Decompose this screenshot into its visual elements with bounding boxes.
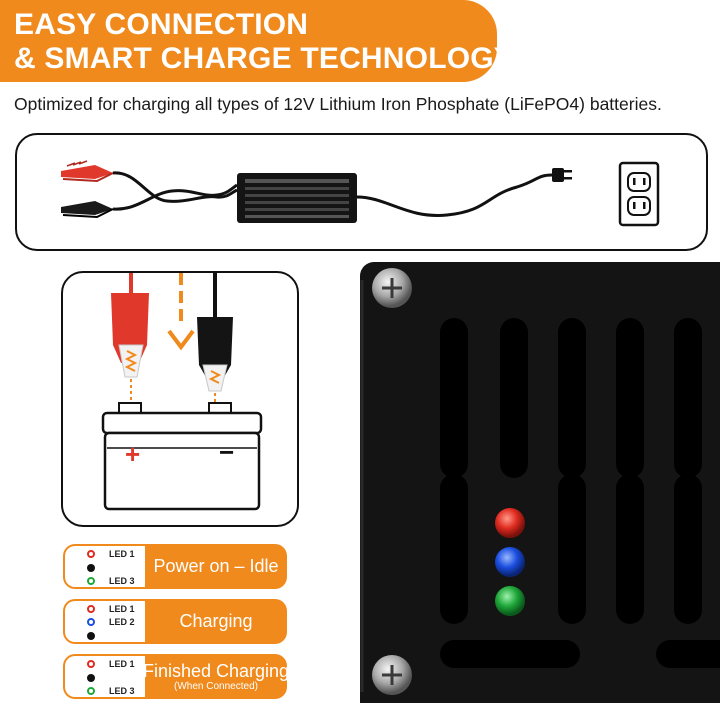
red-clamp-icon [111,293,149,378]
led-blue-icon [495,547,525,577]
battery-icon [101,402,263,511]
red-clamp-icon [61,160,114,183]
led-legend: LED 1 LED 3 [63,654,145,699]
led-legend: LED 1 LED 2 [63,599,145,644]
screw-icon [372,655,412,695]
led-green-icon [495,586,525,616]
led-label: LED 3 [109,686,135,696]
led-2-icon [87,564,95,572]
led-3-icon [87,687,95,695]
led-2-icon [87,674,95,682]
led-3-icon [87,632,95,640]
led-status-power-on: LED 1 LED 3 Power on – Idle [63,544,287,589]
status-label: Finished Charging (When Connected) [142,654,290,699]
led-red-icon [495,508,525,538]
charger-closeup [360,262,720,708]
led-label: LED 2 [109,617,135,627]
battery-connection-diagram: + − [61,271,299,527]
black-clamp-icon [197,317,233,392]
wall-outlet-icon [618,161,660,227]
title-line-1: EASY CONNECTION [14,8,309,41]
led-status-charging: LED 1 LED 2 Charging [63,599,287,644]
positive-terminal-label: + [125,439,140,469]
led-2-icon [87,618,95,626]
led-3-icon [87,577,95,585]
subtitle: Optimized for charging all types of 12V … [14,94,662,114]
down-arrow-icon [167,273,195,351]
led-label: LED 1 [109,604,135,614]
status-text: Power on – Idle [153,556,279,576]
led-label: LED 1 [109,549,135,559]
led-legend: LED 1 LED 3 [63,544,145,589]
plug-icon [552,168,572,182]
led-status-finished: LED 1 LED 3 Finished Charging (When Conn… [63,654,290,699]
led-label: LED 1 [109,659,135,669]
led-1-icon [87,660,95,668]
connection-illustration [61,160,660,227]
battery-illustration: + − [101,273,263,511]
negative-terminal-label: − [219,437,234,467]
led-label: LED 3 [109,576,135,586]
black-clamp-icon [61,201,114,219]
status-label: Power on – Idle [145,544,287,589]
title-banner: EASY CONNECTION & SMART CHARGE TECHNOLOG… [0,0,514,82]
led-1-icon [87,605,95,613]
status-text: Finished Charging [142,660,290,681]
status-note: (When Connected) [174,680,258,692]
status-text: Charging [179,611,253,631]
screw-icon [372,268,412,308]
charger-icon [237,173,357,223]
title-line-2: & SMART CHARGE TECHNOLOGY [14,42,514,75]
connection-diagram [15,133,708,251]
led-1-icon [87,550,95,558]
charger-panel [360,262,720,708]
status-label: Charging [145,599,287,644]
